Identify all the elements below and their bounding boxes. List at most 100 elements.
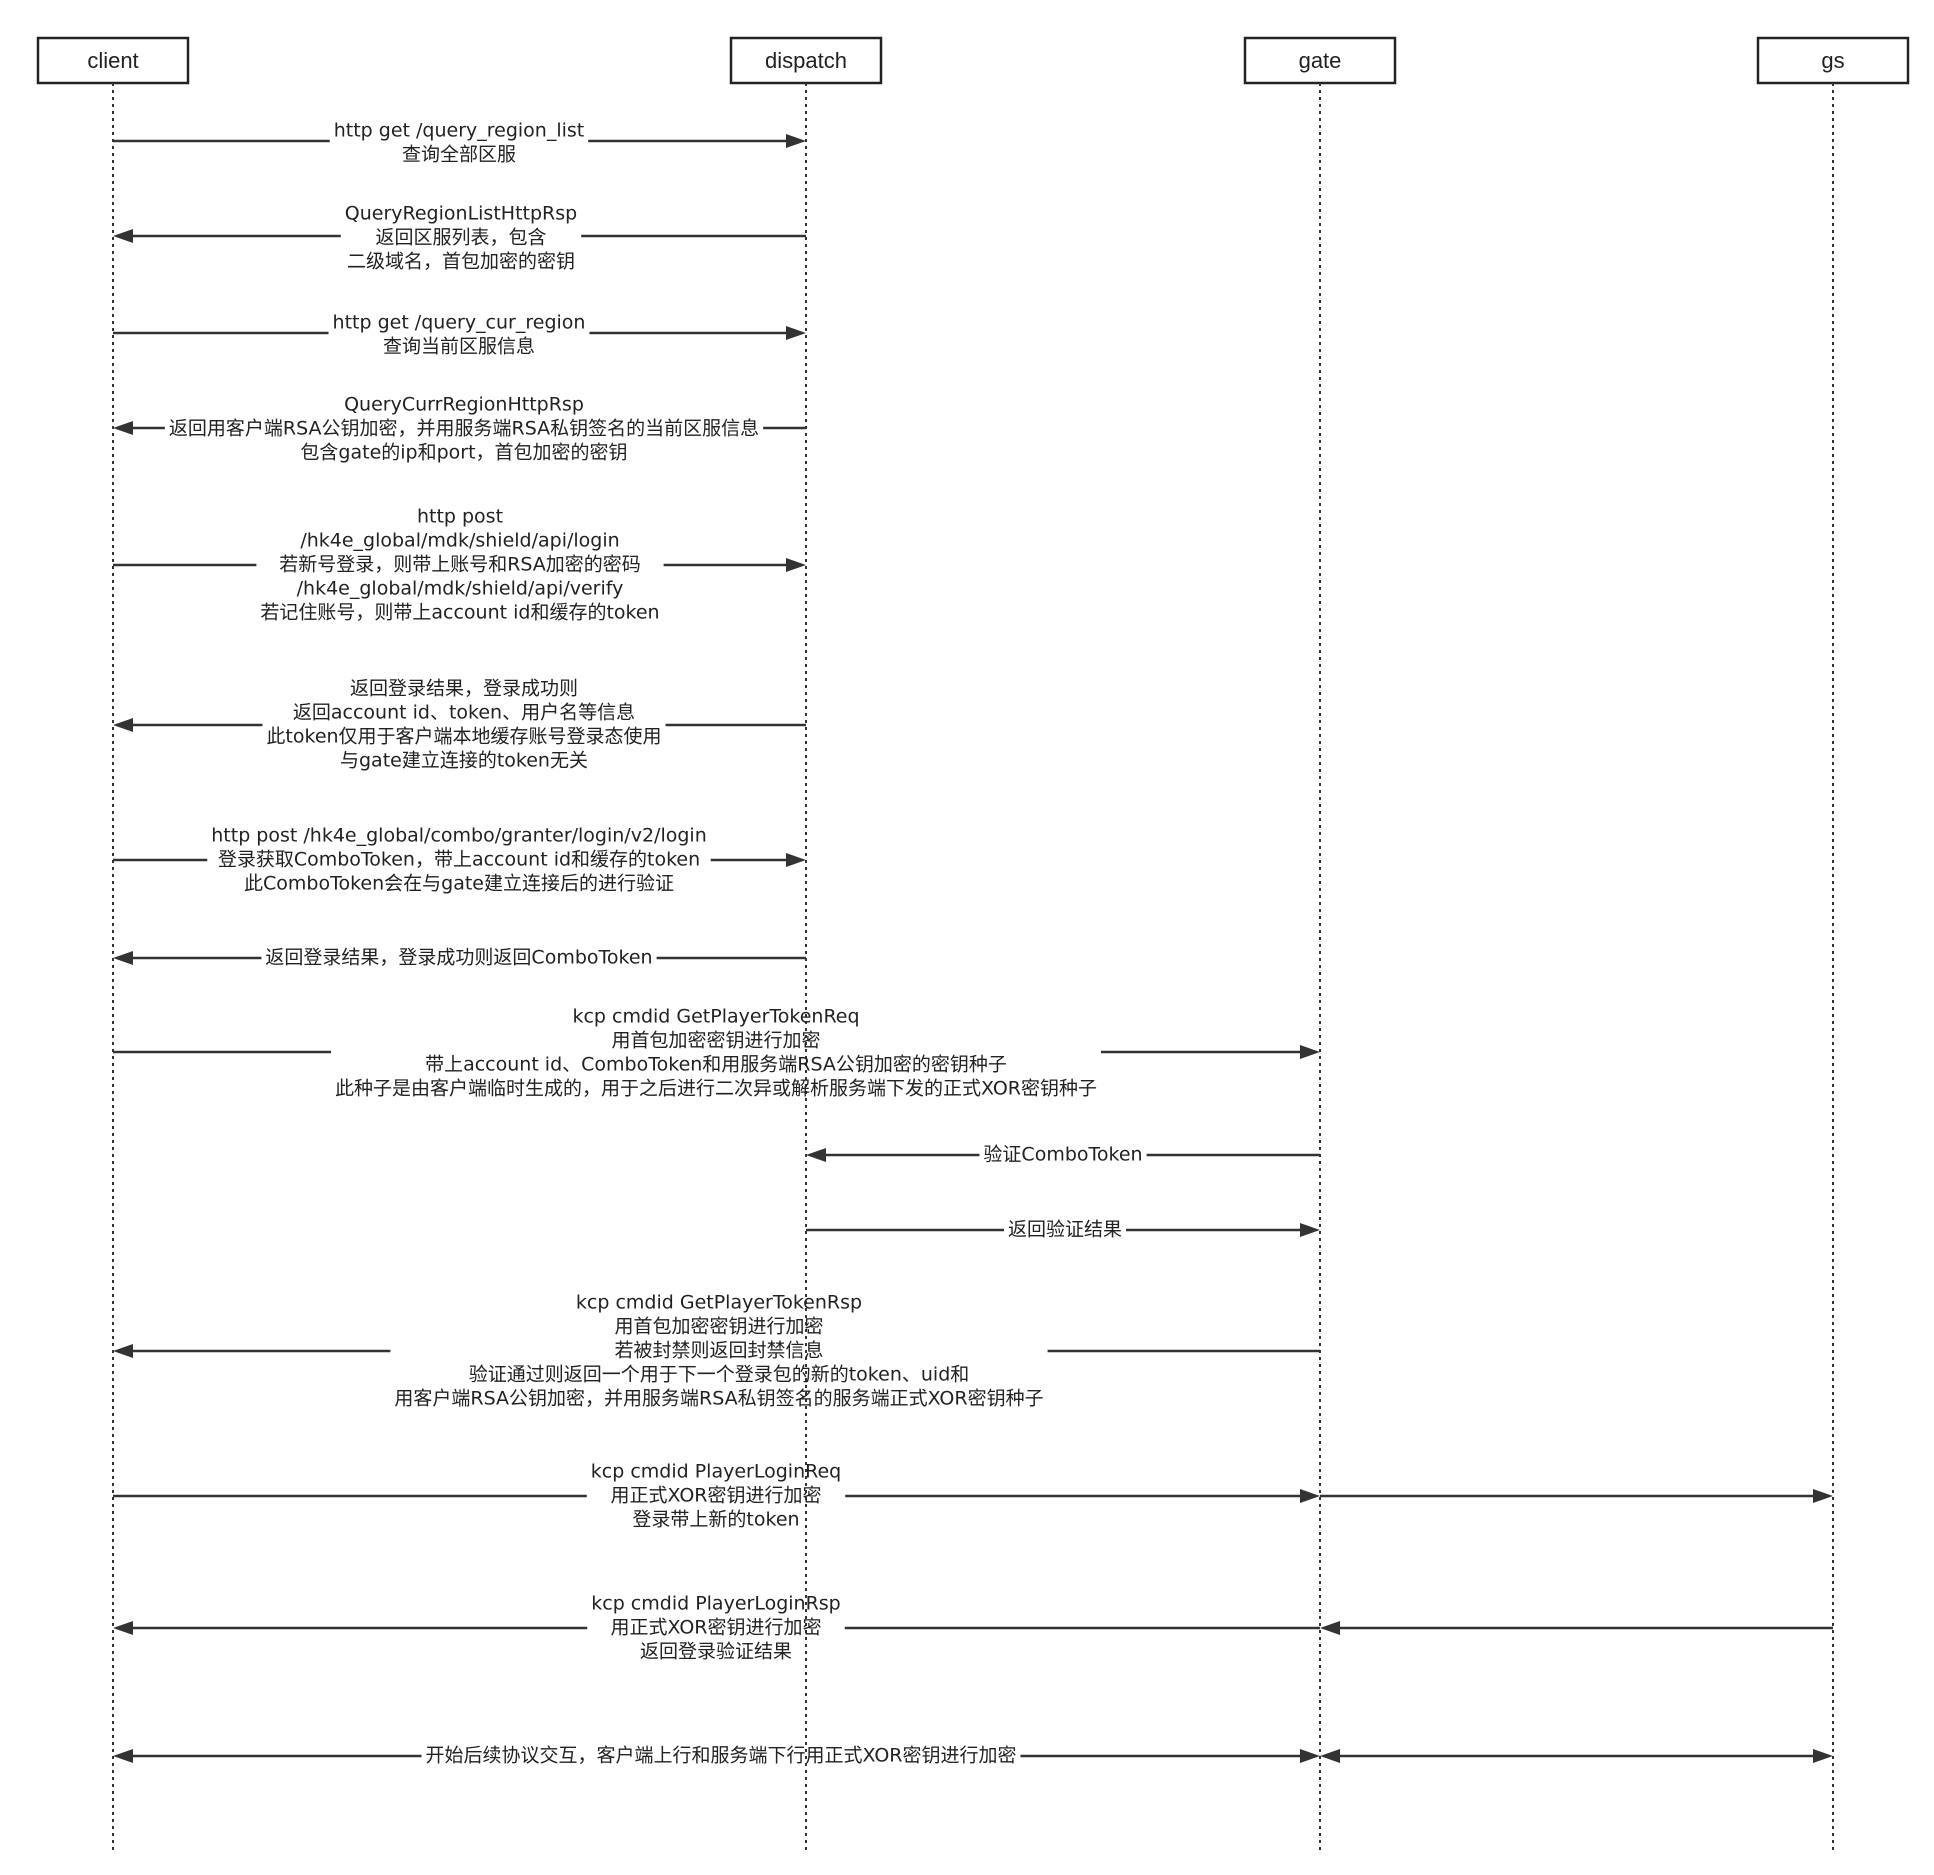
message-label-line: 若记住账号，则带上account id和缓存的token	[260, 602, 659, 624]
arrowhead	[113, 1621, 133, 1635]
message-subsequent-interaction-gs	[1320, 1749, 1833, 1763]
arrowhead	[1300, 1045, 1320, 1059]
arrowhead	[786, 326, 806, 340]
message-label-line: kcp cmdid GetPlayerTokenRsp	[576, 1292, 862, 1314]
actor-dispatch: dispatch	[729, 36, 883, 1850]
message-label: http post/hk4e_global/mdk/shield/api/log…	[260, 506, 659, 624]
arrowhead	[806, 1148, 826, 1162]
actor-client: client	[36, 36, 190, 1850]
message-label-line: QueryCurrRegionHttpRsp	[344, 394, 584, 416]
message-label-line: 包含gate的ip和port，首包加密的密钥	[300, 442, 627, 464]
message-label: http post /hk4e_global/combo/granter/log…	[211, 825, 706, 895]
message-label: QueryRegionListHttpRsp返回区服列表，包含二级域名，首包加密…	[345, 203, 577, 273]
actor-label-gate: gate	[1299, 48, 1342, 73]
message-label: 返回登录结果，登录成功则返回ComboToken	[265, 947, 652, 969]
message-player-login-rsp: kcp cmdid PlayerLoginRsp用正式XOR密钥进行加密返回登录…	[113, 1593, 1320, 1663]
actor-label-gs: gs	[1821, 48, 1844, 73]
message-query-curr-region-rsp: QueryCurrRegionHttpRsp返回用客户端RSA公钥加密，并用服务…	[113, 394, 806, 464]
message-label-line: 此ComboToken会在与gate建立连接后的进行验证	[244, 873, 674, 895]
message-label-line: 二级域名，首包加密的密钥	[347, 251, 575, 273]
message-label-line: 此token仅用于客户端本地缓存账号登录态使用	[266, 726, 661, 748]
arrowhead	[113, 229, 133, 243]
arrowhead	[113, 951, 133, 965]
message-get-player-token-req: kcp cmdid GetPlayerTokenReq用首包加密密钥进行加密带上…	[113, 1006, 1320, 1100]
message-label-line: 开始后续协议交互，客户端上行和服务端下行用正式XOR密钥进行加密	[426, 1745, 1017, 1767]
message-player-login-rsp-forward	[1320, 1621, 1833, 1635]
message-label-line: http post /hk4e_global/combo/granter/log…	[211, 825, 706, 847]
message-label-line: 验证ComboToken	[983, 1144, 1142, 1166]
message-combo-token-result: 返回登录结果，登录成功则返回ComboToken	[113, 947, 806, 969]
arrowhead	[113, 1344, 133, 1358]
message-label-line: 返回区服列表，包含	[375, 227, 546, 249]
message-label-line: 查询全部区服	[402, 144, 516, 166]
message-label: kcp cmdid GetPlayerTokenReq用首包加密密钥进行加密带上…	[335, 1006, 1097, 1100]
actor-label-dispatch: dispatch	[765, 48, 847, 73]
arrowhead	[1813, 1749, 1833, 1763]
message-label-line: http get /query_cur_region	[333, 312, 586, 334]
message-label-line: 查询当前区服信息	[383, 336, 535, 358]
arrowhead	[113, 718, 133, 732]
actor-gs: gs	[1756, 36, 1910, 1850]
message-label-line: 用客户端RSA公钥加密，并用服务端RSA私钥签名的服务端正式XOR密钥种子	[394, 1388, 1043, 1410]
message-label: kcp cmdid PlayerLoginRsp用正式XOR密钥进行加密返回登录…	[591, 1593, 841, 1663]
message-login-post: http post/hk4e_global/mdk/shield/api/log…	[113, 506, 806, 624]
message-label: 验证ComboToken	[983, 1144, 1142, 1166]
message-label-line: http get /query_region_list	[334, 120, 585, 142]
message-label-line: 用首包加密密钥进行加密	[611, 1030, 820, 1052]
message-label-line: kcp cmdid GetPlayerTokenReq	[572, 1006, 859, 1028]
message-label-line: QueryRegionListHttpRsp	[345, 203, 577, 225]
message-label-line: kcp cmdid PlayerLoginReq	[591, 1461, 841, 1483]
message-label-line: 返回登录结果，登录成功则返回ComboToken	[265, 947, 652, 969]
message-player-login-req: kcp cmdid PlayerLoginReq用正式XOR密钥进行加密登录带上…	[113, 1461, 1320, 1531]
message-verify-combo-token: 验证ComboToken	[806, 1144, 1320, 1166]
message-label-line: 返回登录结果，登录成功则	[350, 678, 578, 700]
arrowhead	[786, 558, 806, 572]
message-label-line: 带上account id、ComboToken和用服务端RSA公钥加密的密钥种子	[425, 1054, 1007, 1076]
message-get-player-token-rsp: kcp cmdid GetPlayerTokenRsp用首包加密密钥进行加密若被…	[113, 1292, 1320, 1410]
message-label: QueryCurrRegionHttpRsp返回用客户端RSA公钥加密，并用服务…	[169, 394, 759, 464]
message-label-line: /hk4e_global/mdk/shield/api/login	[300, 530, 619, 552]
message-label-line: 此种子是由客户端临时生成的，用于之后进行二次异或解析服务端下发的正式XOR密钥种…	[335, 1078, 1097, 1100]
message-label-line: 登录带上新的token	[632, 1509, 799, 1531]
message-label-line: 返回登录验证结果	[640, 1641, 792, 1663]
arrowhead	[786, 853, 806, 867]
arrowhead	[1300, 1749, 1320, 1763]
arrowhead	[113, 421, 133, 435]
message-verify-result: 返回验证结果	[806, 1219, 1320, 1241]
message-label-line: 返回验证结果	[1008, 1219, 1122, 1241]
arrowhead	[1320, 1621, 1340, 1635]
message-label-line: 若新号登录，则带上账号和RSA加密的密码	[279, 554, 641, 576]
actor-box-dispatch	[729, 36, 883, 85]
message-label-line: 登录获取ComboToken，带上account id和缓存的token	[218, 849, 700, 871]
message-label-line: 用首包加密密钥进行加密	[614, 1316, 823, 1338]
arrowhead-reverse	[1320, 1749, 1340, 1763]
message-label-line: 用正式XOR密钥进行加密	[611, 1485, 822, 1507]
message-label-line: 若被封禁则返回封禁信息	[614, 1340, 823, 1362]
message-query-region-list-rsp: QueryRegionListHttpRsp返回区服列表，包含二级域名，首包加密…	[113, 203, 806, 273]
arrowhead	[1300, 1489, 1320, 1503]
actor-box-gate	[1243, 36, 1397, 85]
message-label: kcp cmdid GetPlayerTokenRsp用首包加密密钥进行加密若被…	[394, 1292, 1043, 1410]
message-label-line: 与gate建立连接的token无关	[340, 750, 588, 772]
message-label: 开始后续协议交互，客户端上行和服务端下行用正式XOR密钥进行加密	[426, 1745, 1017, 1767]
message-label-line: /hk4e_global/mdk/shield/api/verify	[297, 578, 624, 600]
message-label: 返回验证结果	[1008, 1219, 1122, 1241]
message-label-line: 验证通过则返回一个用于下一个登录包的新的token、uid和	[469, 1364, 970, 1386]
actor-label-client: client	[87, 48, 138, 73]
message-combo-login-post: http post /hk4e_global/combo/granter/log…	[113, 825, 806, 895]
message-player-login-req-forward	[1320, 1489, 1833, 1503]
arrowhead	[1300, 1223, 1320, 1237]
message-label: kcp cmdid PlayerLoginReq用正式XOR密钥进行加密登录带上…	[591, 1461, 841, 1531]
actor-gate: gate	[1243, 36, 1397, 1850]
arrowhead	[786, 134, 806, 148]
arrowhead-reverse	[113, 1749, 133, 1763]
message-subsequent-interaction: 开始后续协议交互，客户端上行和服务端下行用正式XOR密钥进行加密	[113, 1745, 1320, 1767]
message-label-line: kcp cmdid PlayerLoginRsp	[591, 1593, 841, 1615]
message-label-line: 用正式XOR密钥进行加密	[611, 1617, 822, 1639]
